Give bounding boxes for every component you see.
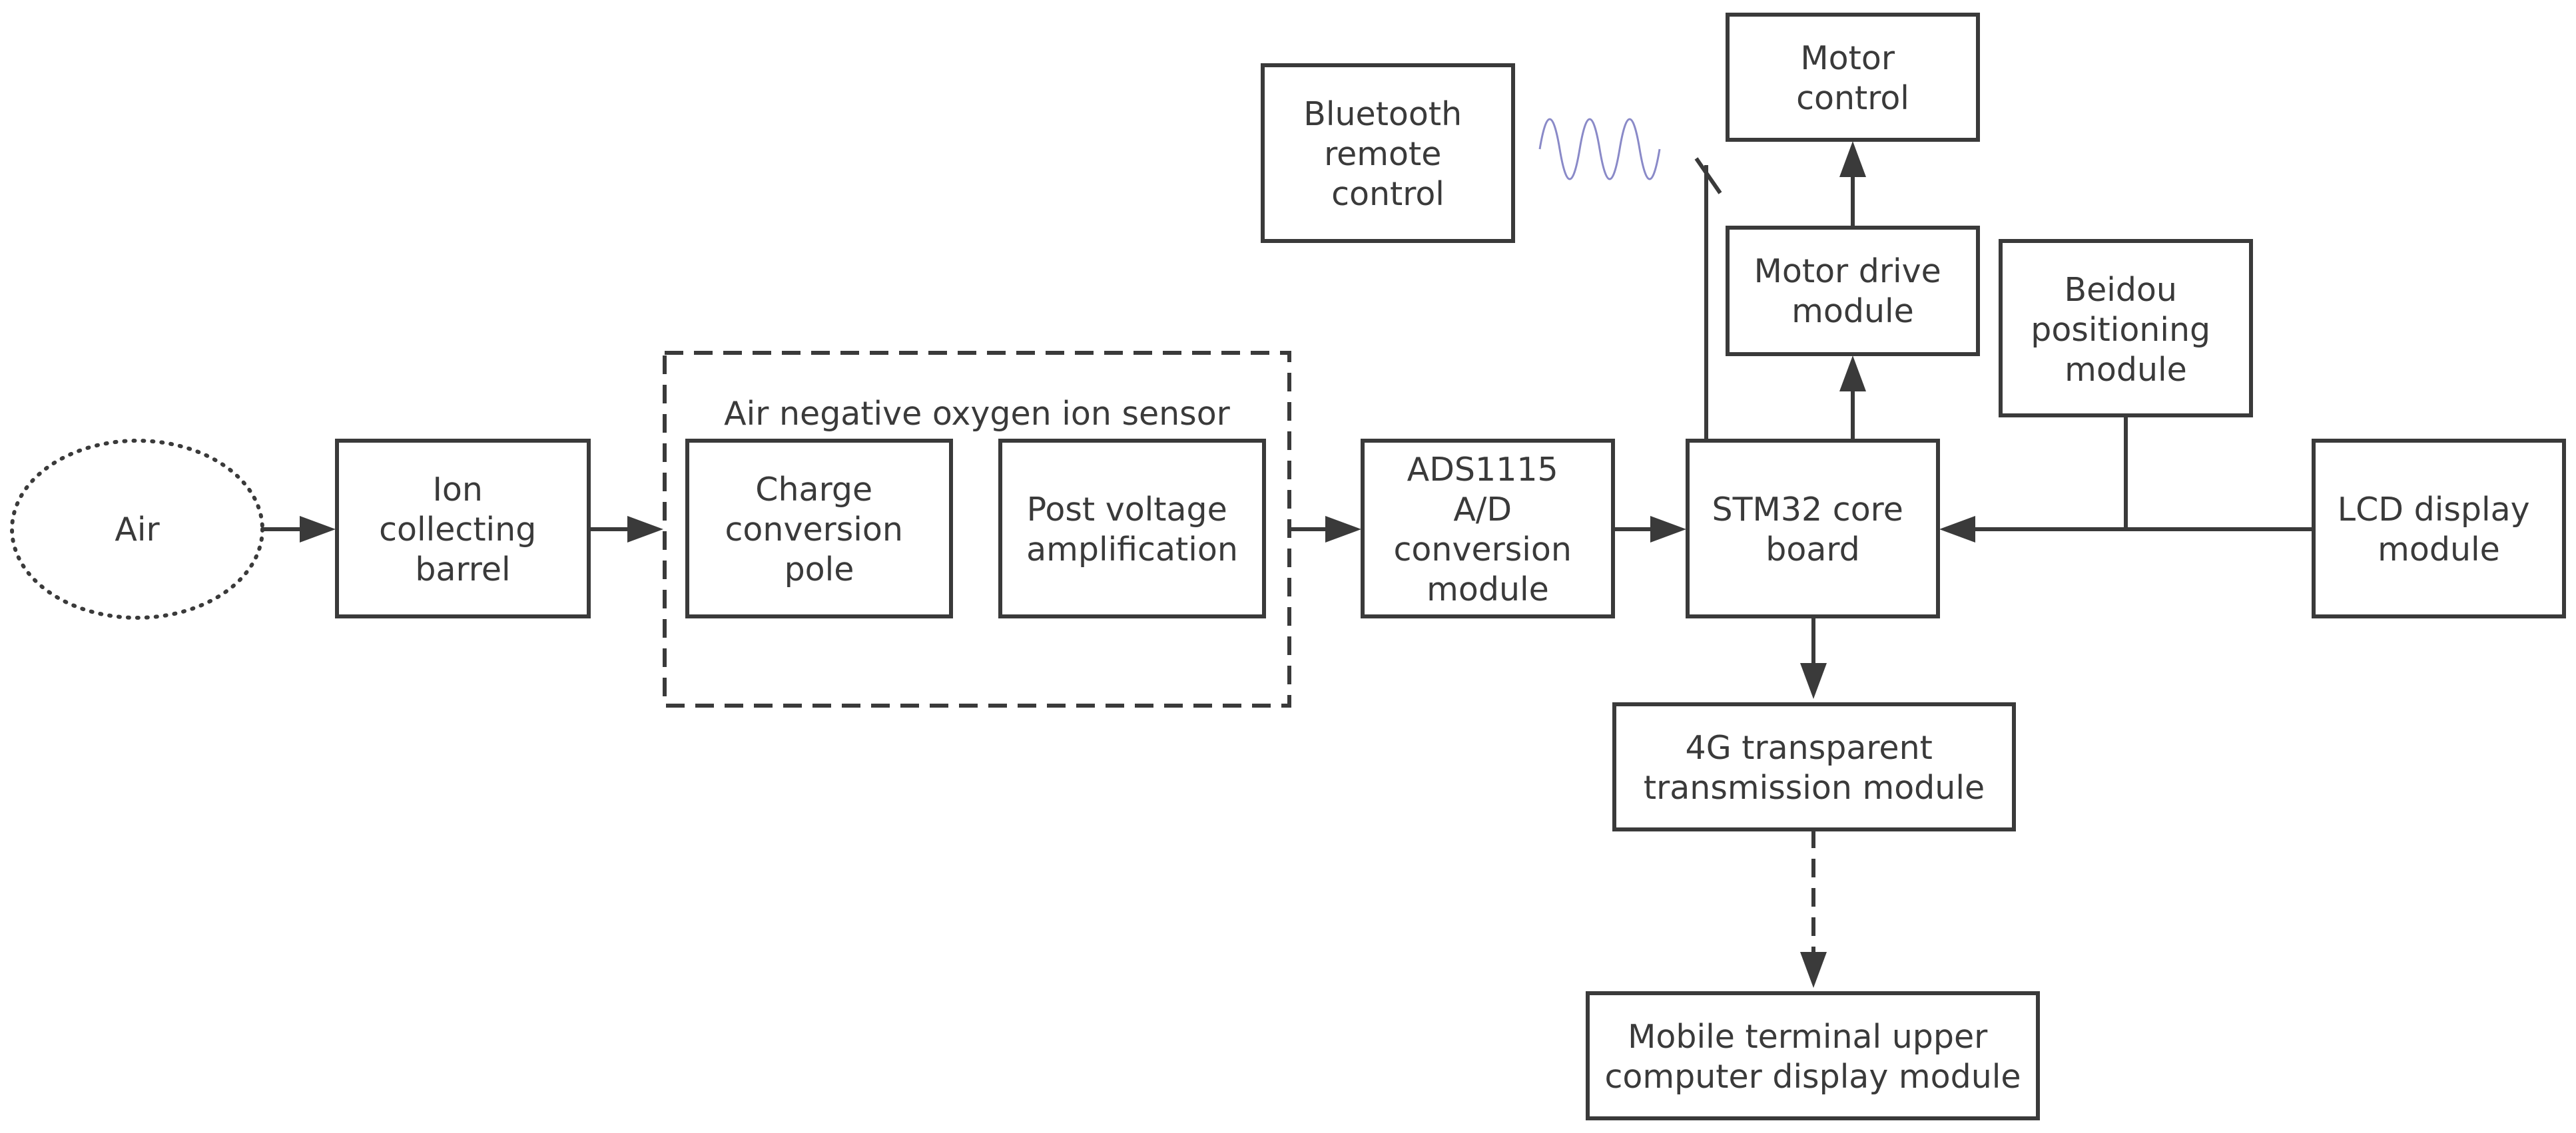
arrowhead-ion-barrel [300, 516, 336, 543]
node-ion-collecting-barrel-label: Ion collecting barrel [379, 471, 547, 588]
node-beidou-label: Beidou positioning module [2031, 271, 2220, 389]
node-bluetooth-line-2: remote [1324, 135, 1441, 173]
node-beidou-line-1: Beidou [2064, 271, 2177, 309]
node-ads1115-line-1: ADS1115 [1407, 451, 1558, 489]
node-lcd-label: LCD display module [2338, 491, 2540, 568]
node-mobile-terminal-line-1: Mobile terminal upper [1628, 1018, 1988, 1056]
wireless-signal-icon [1538, 118, 1661, 180]
node-charge-conversion-pole: Charge conversion pole [685, 439, 953, 618]
node-motor-drive-line-1: Motor drive [1754, 252, 1941, 290]
arrowhead-motor-drive [1839, 355, 1866, 391]
node-beidou-line-3: module [2065, 351, 2187, 389]
arrowhead-motor-control [1839, 141, 1866, 177]
node-stm32-line-2: board [1766, 531, 1860, 568]
node-ads1115-line-3: conversion [1393, 531, 1571, 568]
node-ion-collecting-barrel-line-2: collecting [379, 511, 536, 549]
arrowhead-stm32-right [1939, 516, 1975, 543]
node-charge-conversion-pole-line-3: pole [785, 551, 854, 588]
node-post-voltage-amplification-line-1: Post voltage [1027, 491, 1227, 529]
node-charge-conversion-pole-line-2: conversion [725, 511, 902, 549]
node-bluetooth-line-1: Bluetooth [1303, 95, 1462, 133]
node-lcd-line-1: LCD display [2338, 491, 2530, 529]
node-lcd-display-module: LCD display module [2312, 439, 2566, 618]
node-motor-control-label: Motor control [1796, 39, 1909, 117]
node-charge-conversion-pole-label: Charge conversion pole [725, 471, 913, 588]
node-bluetooth-line-3: control [1331, 175, 1445, 213]
node-4g-label: 4G transparent transmission module [1644, 729, 1985, 807]
group-sensor-title: Air negative oxygen ion sensor [724, 395, 1231, 433]
arrowhead-ads1115 [1325, 516, 1361, 543]
node-ion-collecting-barrel-line-1: Ion [432, 471, 483, 509]
node-motor-control-line-2: control [1796, 79, 1909, 117]
node-post-voltage-amplification-label: Post voltage amplification [1026, 491, 1238, 568]
node-ads1115-conversion-module: ADS1115 A/D conversion module [1361, 439, 1615, 618]
arrowhead-stm32-left [1650, 516, 1686, 543]
node-bluetooth-remote-control: Bluetooth remote control [1261, 63, 1515, 243]
node-air-label: Air [115, 511, 160, 549]
node-beidou-positioning-module: Beidou positioning module [1999, 239, 2253, 417]
node-motor-drive-line-2: module [1791, 292, 1914, 330]
node-beidou-line-2: positioning [2031, 311, 2210, 349]
node-charge-conversion-pole-line-1: Charge [755, 471, 872, 509]
node-ion-collecting-barrel-line-3: barrel [415, 551, 510, 588]
node-ion-collecting-barrel: Ion collecting barrel [335, 439, 591, 618]
node-motor-drive-module: Motor drive module [1726, 226, 1980, 356]
node-motor-drive-label: Motor drive module [1754, 252, 1952, 330]
node-4g-line-2: transmission module [1644, 769, 1985, 807]
node-post-voltage-amplification: Post voltage amplification [998, 439, 1266, 618]
node-motor-control-line-1: Motor [1800, 39, 1895, 77]
node-mobile-terminal-line-2: computer display module [1604, 1058, 2021, 1096]
group-air-negative-oxygen-ion-sensor: Air negative oxygen ion sensor [663, 351, 1291, 708]
node-motor-control: Motor control [1726, 13, 1980, 142]
node-air: Air [10, 439, 264, 620]
antenna-tip [1694, 157, 1722, 194]
node-ads1115-label: ADS1115 A/D conversion module [1393, 451, 1582, 608]
node-4g-line-1: 4G transparent [1686, 729, 1933, 767]
node-4g-transmission-module: 4G transparent transmission module [1612, 702, 2016, 831]
node-ads1115-line-4: module [1427, 570, 1549, 608]
node-stm32-core-board: STM32 core board [1686, 439, 1940, 618]
node-lcd-line-2: module [2378, 531, 2500, 568]
arrowhead-4g [1800, 663, 1827, 699]
node-bluetooth-label: Bluetooth remote control [1303, 95, 1472, 213]
node-mobile-terminal-display-module: Mobile terminal upper computer display m… [1586, 991, 2040, 1120]
node-stm32-label: STM32 core board [1712, 491, 1914, 568]
node-mobile-terminal-label: Mobile terminal upper computer display m… [1604, 1018, 2021, 1096]
node-stm32-line-1: STM32 core [1712, 491, 1903, 529]
arrowhead-sensor [627, 516, 663, 543]
node-ads1115-line-2: A/D [1453, 491, 1512, 529]
arrowhead-mobile-terminal [1800, 952, 1827, 988]
node-post-voltage-amplification-line-2: amplification [1026, 531, 1238, 568]
